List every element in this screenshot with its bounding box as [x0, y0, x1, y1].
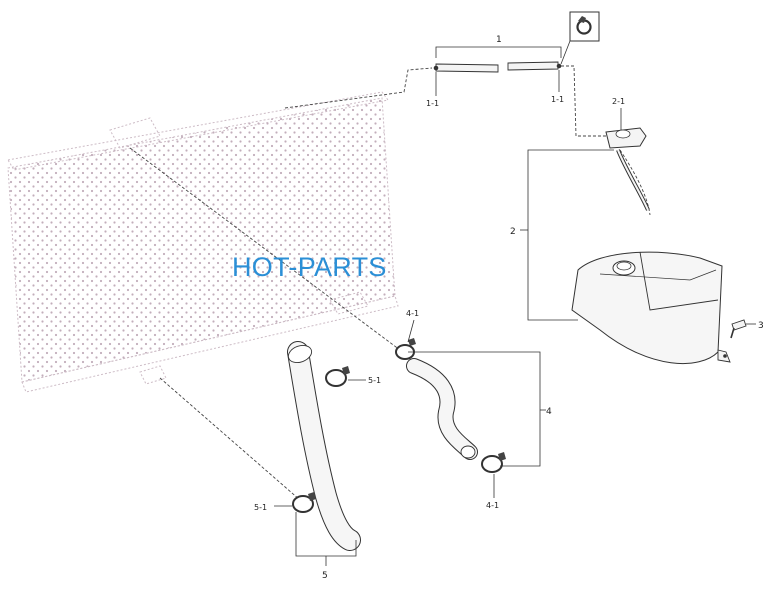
hose-clamp-4-1-top[interactable]	[395, 338, 416, 360]
callout-5: 5	[322, 571, 328, 581]
callout-1: 1	[496, 35, 502, 45]
hose-clamp-4-1-bottom[interactable]	[481, 452, 506, 473]
callout-4-1-top: 4-1	[406, 309, 419, 318]
coolant-hose-4[interactable]	[406, 358, 478, 460]
callout-4: 4	[546, 407, 552, 417]
callout-2-1: 2-1	[612, 97, 625, 106]
expansion-tank[interactable]	[571, 251, 731, 365]
callout-1-1-right: 1-1	[551, 95, 564, 104]
coolant-hose-5[interactable]	[286, 341, 361, 551]
callout-3: 3	[758, 321, 764, 331]
hose-clamp-5-1-top[interactable]	[325, 366, 350, 387]
callout-4-1-bottom: 4-1	[486, 501, 499, 510]
callout-5-1-left: 5-1	[254, 503, 267, 512]
callout-2: 2	[510, 227, 516, 237]
watermark-text: HOT-PARTS	[232, 252, 387, 282]
hose-clamp-5-1-bottom[interactable]	[292, 492, 316, 513]
callout-bracket-4	[407, 319, 546, 498]
callout-bracket-5	[274, 379, 366, 566]
vent-hose[interactable]	[433, 61, 562, 73]
callout-bracket-1	[435, 46, 562, 96]
callout-5-1-right: 5-1	[368, 376, 381, 385]
hose-clamp-icon	[560, 11, 600, 65]
tank-cap[interactable]	[605, 127, 647, 149]
mounting-bolt[interactable]	[730, 319, 756, 339]
overflow-tube	[616, 149, 650, 211]
connection-lines	[129, 65, 651, 501]
callout-bracket-2	[520, 108, 622, 321]
callout-1-1-left: 1-1	[426, 99, 439, 108]
radiator-ghost	[7, 91, 399, 393]
